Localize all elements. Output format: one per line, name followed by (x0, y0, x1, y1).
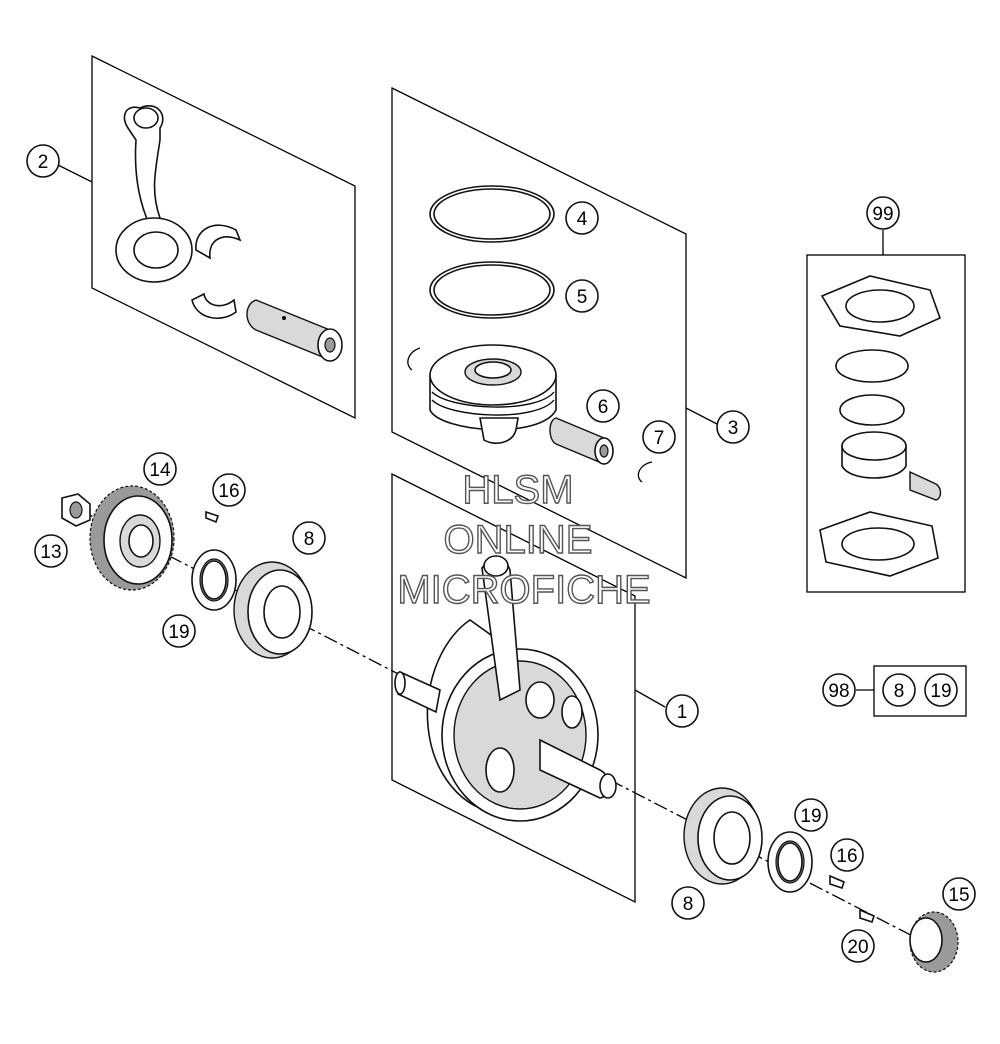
bearing-kit-box (873, 665, 967, 717)
svg-text:20: 20 (847, 937, 868, 958)
svg-text:16: 16 (836, 846, 857, 867)
connecting-rod-icon (115, 105, 343, 362)
callouts: 1 2 3 4 5 6 7 8 8 13 14 15 16 16 19 19 2… (26, 144, 976, 963)
callout-16-right[interactable]: 16 (830, 838, 864, 872)
callout-3[interactable]: 3 (716, 410, 750, 444)
callout-7[interactable]: 7 (642, 420, 676, 454)
callout-98-kit-19[interactable]: 19 (924, 673, 958, 707)
crankshaft-icon (394, 555, 617, 822)
leader-lines (57, 164, 884, 708)
callout-16-left[interactable]: 16 (212, 473, 246, 507)
piston-ring-4 (429, 185, 555, 243)
bearing-icon (233, 561, 313, 659)
piston-pin (549, 417, 614, 465)
svg-text:16: 16 (218, 481, 239, 502)
svg-text:8: 8 (683, 894, 694, 915)
svg-text:15: 15 (948, 885, 969, 906)
woodruff-key-20 (859, 908, 875, 924)
svg-text:19: 19 (168, 622, 189, 643)
piston-clip-left (407, 347, 421, 371)
svg-text:2: 2 (38, 152, 49, 173)
svg-text:14: 14 (149, 460, 171, 481)
callout-98-kit-8[interactable]: 8 (882, 673, 916, 707)
callout-5[interactable]: 5 (565, 279, 599, 313)
watermark: HLSM ONLINE MICROFICHE (397, 467, 652, 612)
svg-text:98: 98 (828, 681, 849, 702)
svg-text:8: 8 (894, 681, 905, 702)
bearing-right (683, 787, 763, 885)
callout-19-left[interactable]: 19 (162, 614, 196, 648)
callout-8-right[interactable]: 8 (671, 886, 705, 920)
svg-text:4: 4 (577, 209, 588, 230)
woodruff-key-left (205, 510, 220, 524)
gasket-kit-contents (819, 275, 942, 577)
woodruff-key-right (829, 874, 845, 890)
callout-8-left[interactable]: 8 (292, 521, 326, 555)
svg-text:13: 13 (40, 542, 61, 563)
svg-text:8: 8 (304, 529, 315, 550)
gear-icon (89, 485, 175, 591)
callout-4[interactable]: 4 (565, 201, 599, 235)
callout-6[interactable]: 6 (586, 389, 620, 423)
shaft-seal-right (767, 831, 813, 893)
svg-text:19: 19 (930, 681, 951, 702)
gasket-kit-panel (806, 254, 966, 593)
piston-clip-right (637, 461, 653, 483)
svg-text:19: 19 (800, 806, 821, 827)
watermark-line-1: HLSM (462, 468, 573, 512)
svg-text:6: 6 (598, 397, 609, 418)
conrod-panel (91, 54, 356, 420)
nut-13 (61, 493, 91, 527)
piston-ring-5 (429, 261, 555, 319)
svg-text:5: 5 (577, 287, 588, 308)
piston-panel (391, 86, 687, 580)
shaft-seal-left (191, 549, 237, 611)
timing-gear-15 (909, 911, 959, 973)
piston-icon (429, 344, 557, 444)
svg-text:3: 3 (728, 418, 739, 439)
callout-14[interactable]: 14 (143, 452, 177, 486)
callout-15[interactable]: 15 (942, 877, 976, 911)
svg-text:1: 1 (677, 702, 688, 723)
callout-99[interactable]: 99 (866, 196, 900, 230)
watermark-line-2: ONLINE (444, 518, 593, 562)
callout-20[interactable]: 20 (841, 929, 875, 963)
svg-text:7: 7 (654, 428, 665, 449)
crankshaft-panel (391, 472, 636, 904)
callout-98[interactable]: 98 (822, 673, 856, 707)
svg-text:99: 99 (872, 204, 893, 225)
callout-1[interactable]: 1 (665, 694, 699, 728)
watermark-line-3: MICROFICHE (397, 568, 650, 612)
callout-2[interactable]: 2 (26, 144, 60, 178)
callout-19-right[interactable]: 19 (794, 798, 828, 832)
callout-13[interactable]: 13 (34, 534, 68, 568)
